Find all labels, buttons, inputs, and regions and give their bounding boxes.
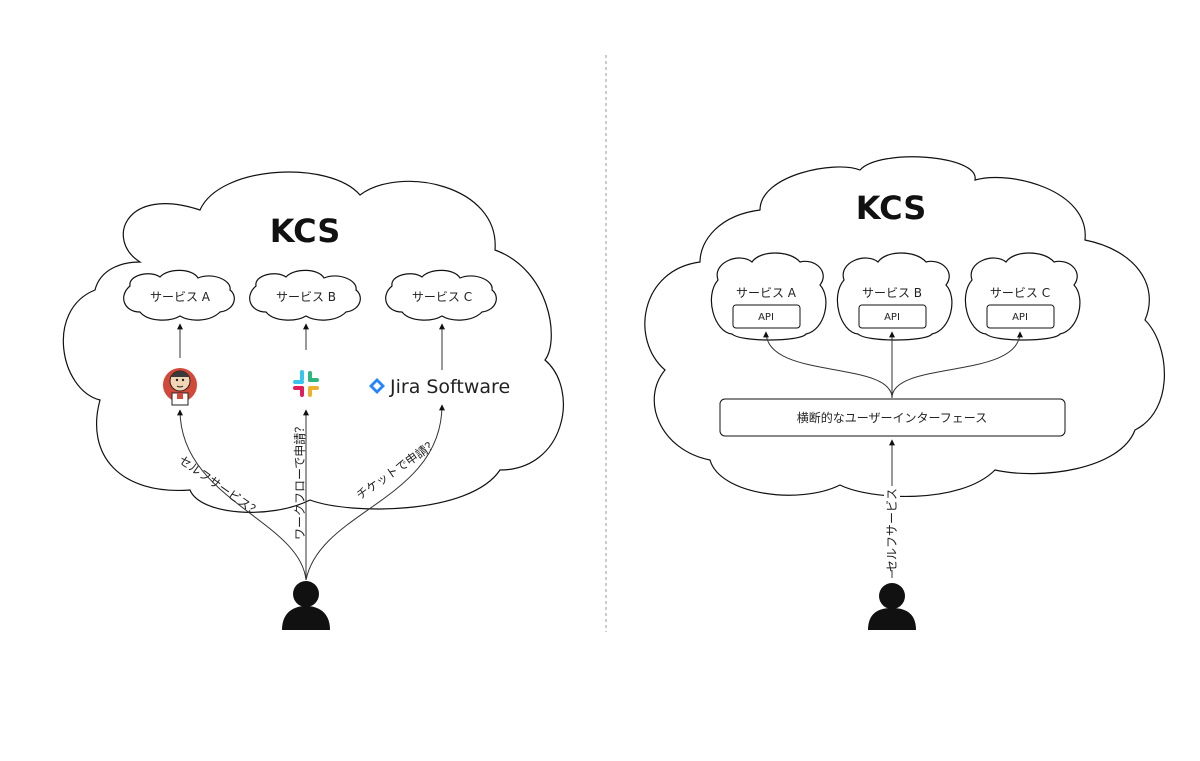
jenkins-icon — [163, 368, 197, 406]
arrow-interface-to-api-a — [763, 331, 893, 399]
right-api-b — [858, 304, 927, 329]
right-service-a: サービス A API — [710, 252, 827, 341]
curve-ticket — [305, 404, 445, 581]
label-right-self-service: セルフサービス — [885, 488, 899, 572]
right-kcs-title: KCS — [856, 189, 926, 227]
jira-software-logo: Jira Software — [369, 376, 510, 398]
left-kcs-cloud — [62, 171, 564, 513]
curve-self-service — [177, 409, 307, 581]
left-panel: KCS サービス A サービス B サービス C — [62, 171, 564, 630]
label-workflow: ワークフローで申請？ — [293, 421, 307, 540]
right-service-a-label: サービス A — [736, 286, 797, 300]
label-bg — [884, 486, 900, 570]
left-service-b-label: サービス B — [276, 290, 336, 304]
left-service-c: サービス C — [385, 269, 497, 321]
cross-cutting-interface-box — [719, 398, 1066, 437]
left-kcs-title: KCS — [270, 212, 340, 250]
right-service-c: サービス C API — [964, 252, 1081, 341]
right-service-b: サービス B API — [836, 252, 953, 341]
right-api-a-label: API — [758, 312, 774, 323]
arrow-interface-to-api-c — [891, 331, 1023, 399]
left-user-icon — [282, 581, 330, 630]
right-api-b-label: API — [884, 312, 900, 323]
left-service-c-label: サービス C — [412, 290, 472, 304]
right-panel: KCS サービス A API サービス B API サービス C API 横断的 — [644, 156, 1165, 630]
jira-software-text: Jira Software — [389, 376, 510, 398]
right-api-a — [732, 304, 801, 329]
left-service-b: サービス B — [249, 269, 361, 321]
right-user-icon — [868, 583, 916, 630]
slack-icon — [293, 370, 319, 397]
cross-cutting-interface-label: 横断的なユーザーインターフェース — [797, 410, 987, 425]
right-service-b-label: サービス B — [862, 286, 922, 300]
right-service-c-label: サービス C — [990, 286, 1050, 300]
left-service-a-label: サービス A — [150, 290, 211, 304]
right-api-c-label: API — [1012, 312, 1028, 323]
right-api-c — [986, 304, 1055, 329]
left-service-a: サービス A — [123, 269, 235, 321]
